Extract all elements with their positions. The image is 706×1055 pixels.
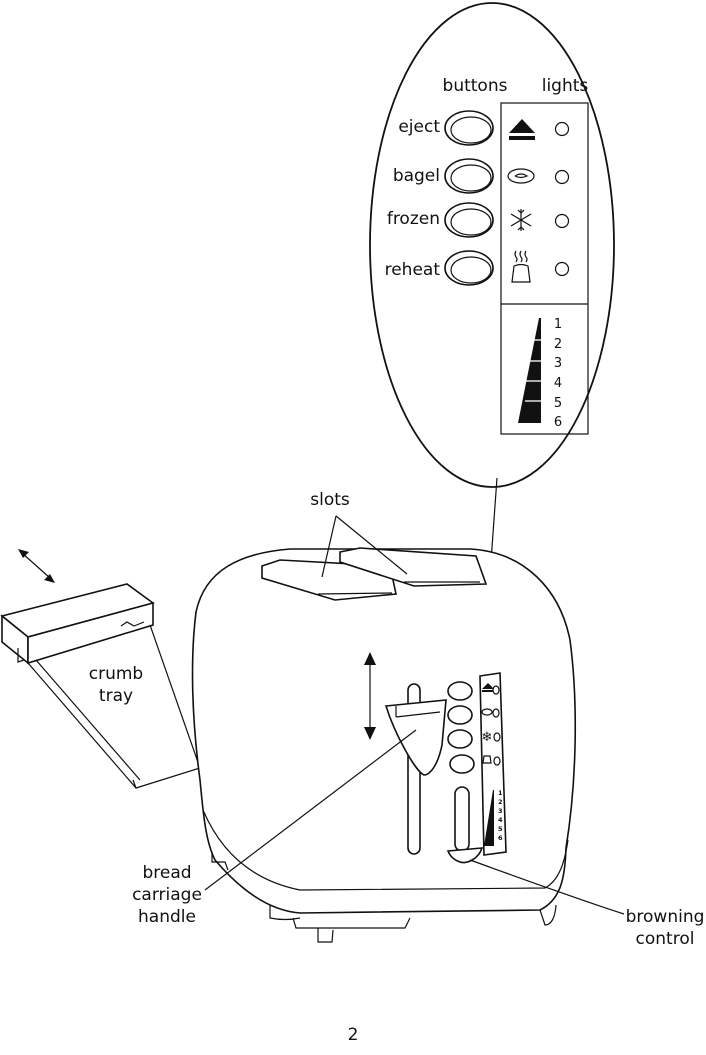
toaster-steam-icon: [482, 755, 492, 764]
browning-leader: [469, 859, 625, 915]
toaster-control-panel: ❄ 1 2 3 4 5 6: [479, 672, 507, 856]
handle-label-line3: handle: [138, 907, 196, 927]
buttons-header: buttons: [443, 76, 508, 96]
toaster-eject-button: [447, 681, 473, 701]
browning-level-1: 1: [554, 317, 562, 332]
callout-ellipse: [369, 2, 615, 488]
handle-label-line2: carriage: [132, 885, 202, 905]
bagel-light: [554, 169, 570, 185]
lights-header: lights: [542, 76, 589, 96]
toaster-level-3: 3: [498, 807, 503, 815]
browning-level-2: 2: [554, 337, 562, 352]
toaster-snowflake-icon: ❄: [482, 730, 493, 745]
frozen-label: frozen: [387, 209, 440, 229]
browning-label-line1: browning: [626, 907, 705, 927]
crumb-tray: [0, 583, 201, 789]
bagel-label: bagel: [393, 166, 440, 186]
browning-control-knob: [446, 847, 484, 864]
carriage-up-down-arrow: [364, 652, 376, 740]
crumb-tray-arrow: [18, 549, 55, 583]
snowflake-icon: [510, 209, 532, 231]
frozen-light: [554, 213, 570, 229]
browning-label-line2: control: [636, 929, 695, 949]
eject-light: [554, 121, 570, 137]
crumb-tray-label-line1: crumb: [89, 664, 143, 684]
bread-slots: [261, 547, 488, 601]
reheat-light: [554, 261, 570, 277]
toaster-level-5: 5: [498, 825, 503, 833]
toaster-level-2: 2: [498, 798, 503, 806]
toaster-frozen-button: [447, 729, 473, 749]
eject-label: eject: [398, 117, 440, 137]
toaster-body: [191, 548, 577, 943]
browning-control-slot: [454, 786, 470, 852]
bagel-icon: [507, 168, 535, 184]
handle-label-line1: bread: [142, 863, 191, 883]
bagel-button: [444, 158, 494, 194]
slots-leader-2: [335, 515, 408, 575]
reheat-button: [444, 250, 494, 286]
browning-scale-wedge: [518, 318, 541, 423]
eject-button: [444, 110, 494, 146]
browning-level-4: 4: [554, 376, 562, 391]
panel-box: [500, 102, 589, 435]
handle-leader: [204, 729, 417, 891]
browning-level-3: 3: [554, 356, 562, 371]
slots-leader-1: [321, 515, 337, 578]
toaster-level-6: 6: [498, 834, 503, 842]
toaster-reheat-button: [449, 754, 475, 774]
crumb-tray-label-line2: tray: [99, 686, 133, 706]
frozen-button: [444, 202, 494, 238]
eject-icon: [509, 119, 535, 140]
reheat-label: reheat: [385, 260, 441, 280]
toaster-level-4: 4: [498, 816, 503, 824]
toaster-level-1: 1: [498, 789, 503, 797]
browning-level-6: 6: [554, 415, 562, 430]
toaster-bagel-button: [447, 705, 473, 725]
bread-carriage-handle: [384, 683, 447, 855]
page-number: 2: [348, 1025, 359, 1045]
control-panel-callout: buttons lights eject bagel frozen reheat: [369, 2, 615, 673]
browning-level-5: 5: [554, 396, 562, 411]
steam-icon: [511, 250, 531, 283]
slots-label: slots: [310, 490, 350, 510]
